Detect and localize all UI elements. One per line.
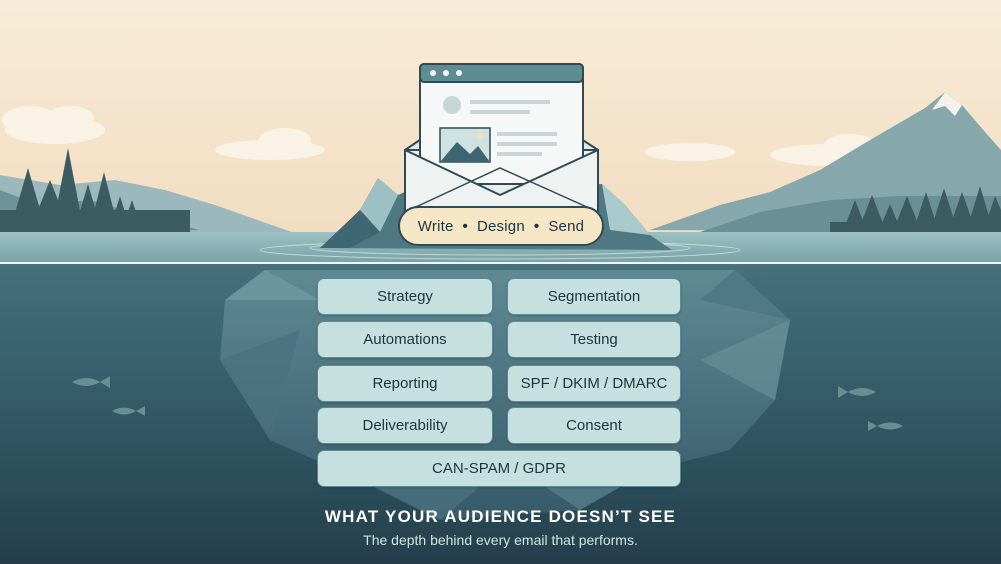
surface-tasks-pill: Write • Design • Send — [398, 206, 604, 246]
fish-icon — [72, 376, 903, 431]
hidden-item-testing: Testing — [507, 321, 681, 358]
surface-item-write: Write — [417, 217, 454, 235]
image-placeholder-icon — [439, 127, 491, 163]
caption-title: WHAT YOUR AUDIENCE DOESN’T SEE — [324, 507, 677, 526]
surface-item-send: Send — [548, 217, 585, 235]
hidden-item-segmentation: Segmentation — [507, 278, 681, 315]
surface-separator: • — [533, 217, 540, 235]
browser-window-icon — [419, 63, 584, 185]
hidden-item-automations: Automations — [317, 321, 493, 358]
caption-subtitle: The depth behind every email that perfor… — [363, 532, 638, 548]
hidden-item-strategy: Strategy — [317, 278, 493, 315]
hidden-item-consent: Consent — [507, 407, 681, 444]
hidden-item-spf-dkim-dmarc: SPF / DKIM / DMARC — [507, 365, 681, 402]
surface-item-design: Design — [476, 217, 525, 235]
hidden-item-reporting: Reporting — [317, 365, 493, 402]
hidden-item-can-spam-gdpr: CAN-SPAM / GDPR — [317, 450, 681, 487]
surface-separator: • — [462, 217, 468, 235]
trees-left — [0, 148, 190, 235]
hidden-item-deliverability: Deliverability — [317, 407, 493, 444]
